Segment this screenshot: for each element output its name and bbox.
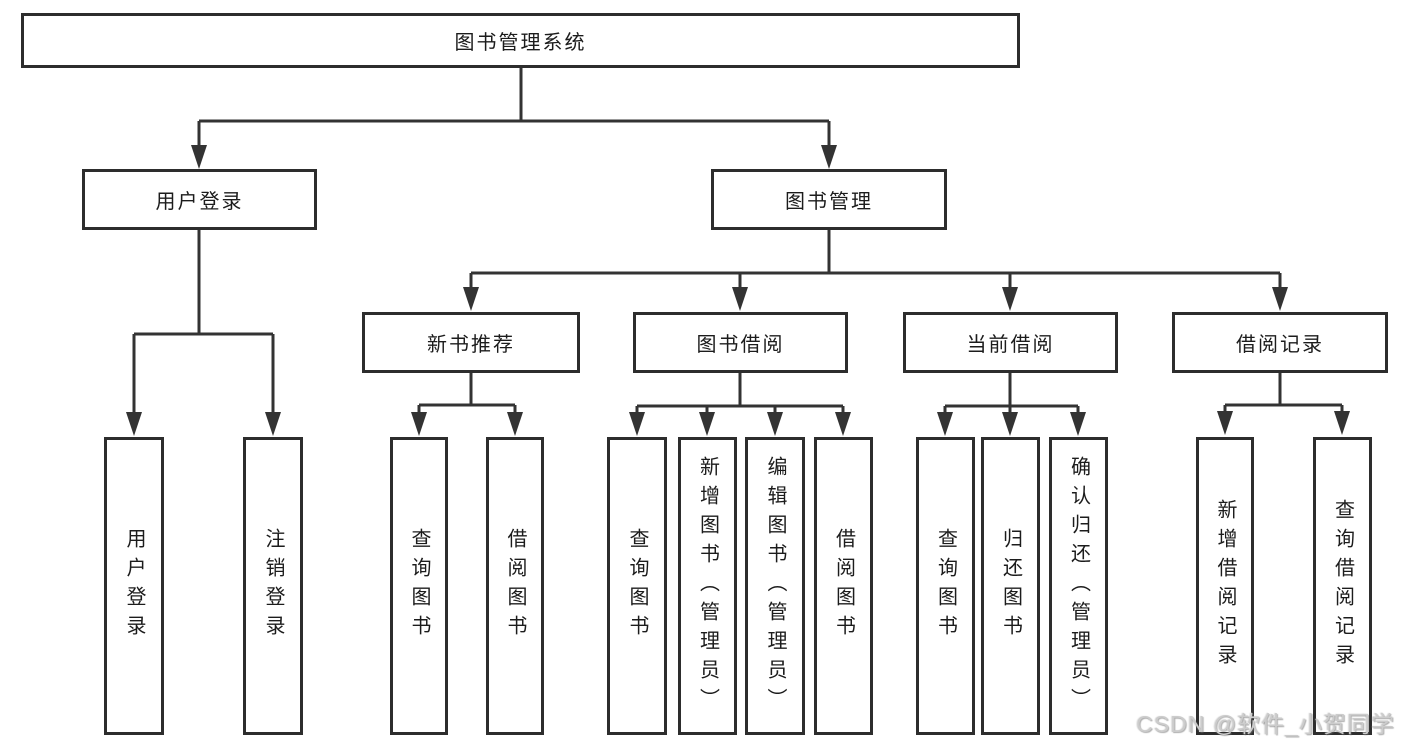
node-book-management: 图书管理 [711, 169, 947, 230]
node-label: 查询图书 [626, 528, 648, 644]
leaf-query-books-1: 查询图书 [390, 437, 448, 735]
leaf-borrow-books-2: 借阅图书 [814, 437, 873, 735]
arrowhead-down-icon [126, 412, 142, 436]
leaf-borrow-books-1: 借阅图书 [486, 437, 544, 735]
arrowhead-down-icon [699, 412, 715, 436]
node-label: 新书推荐 [427, 334, 515, 356]
node-user-login: 用户登录 [82, 169, 317, 230]
node-label: 借阅记录 [1236, 334, 1324, 356]
leaf-query-borrow-record: 查询借阅记录 [1313, 437, 1372, 735]
leaf-confirm-return-admin: 确认归还（管理员） [1049, 437, 1108, 735]
node-label: 图书借阅 [696, 334, 785, 356]
node-current-borrowing: 当前借阅 [903, 312, 1118, 373]
csdn-watermark: CSDN @软件_小贺同学 [1136, 711, 1395, 737]
arrowhead-down-icon [1002, 412, 1018, 436]
node-label: 查询图书 [408, 528, 430, 644]
node-label: 图书管理 [785, 191, 873, 213]
leaf-add-books-admin: 新增图书（管理员） [678, 437, 737, 735]
arrowhead-down-icon [463, 287, 479, 311]
node-label: 归还图书 [999, 528, 1022, 644]
node-borrowing-records: 借阅记录 [1172, 312, 1388, 373]
arrowhead-down-icon [1217, 411, 1233, 435]
arrowhead-down-icon [191, 145, 207, 169]
node-label: 用户登录 [123, 528, 145, 644]
leaf-return-books: 归还图书 [981, 437, 1040, 735]
node-library-management-system: 图书管理系统 [21, 13, 1020, 68]
leaf-query-books-2: 查询图书 [607, 437, 667, 735]
node-label: 编辑图书（管理员） [764, 455, 786, 717]
leaf-add-borrow-record: 新增借阅记录 [1196, 437, 1254, 735]
leaf-edit-books-admin: 编辑图书（管理员） [745, 437, 805, 735]
node-label: 借阅图书 [832, 528, 855, 644]
arrowhead-down-icon [507, 412, 523, 436]
node-label: 确认归还（管理员） [1067, 455, 1090, 717]
arrowhead-down-icon [629, 412, 645, 436]
node-label: 当前借阅 [966, 334, 1055, 356]
arrowhead-down-icon [835, 412, 851, 436]
arrowhead-down-icon [937, 412, 953, 436]
arrowhead-down-icon [411, 412, 427, 436]
arrowhead-down-icon [1002, 287, 1018, 311]
leaf-logout: 注销登录 [243, 437, 303, 735]
node-label: 新增借阅记录 [1214, 499, 1236, 673]
node-label: 借阅图书 [504, 528, 526, 644]
node-label: 查询借阅记录 [1331, 499, 1354, 673]
leaf-query-books-3: 查询图书 [916, 437, 975, 735]
node-book-borrowing: 图书借阅 [633, 312, 848, 373]
arrowhead-down-icon [265, 412, 281, 436]
node-label: 查询图书 [934, 528, 957, 644]
leaf-user-login: 用户登录 [104, 437, 164, 735]
node-label: 新增图书（管理员） [696, 455, 719, 717]
arrowhead-down-icon [732, 287, 748, 311]
node-label: 注销登录 [262, 528, 284, 644]
node-label: 用户登录 [155, 191, 244, 213]
node-label: 图书管理系统 [454, 32, 587, 54]
arrowhead-down-icon [821, 145, 837, 169]
arrowhead-down-icon [1070, 412, 1086, 436]
arrowhead-down-icon [1272, 287, 1288, 311]
arrowhead-down-icon [1334, 411, 1350, 435]
node-new-book-recommend: 新书推荐 [362, 312, 580, 373]
arrowhead-down-icon [767, 412, 783, 436]
